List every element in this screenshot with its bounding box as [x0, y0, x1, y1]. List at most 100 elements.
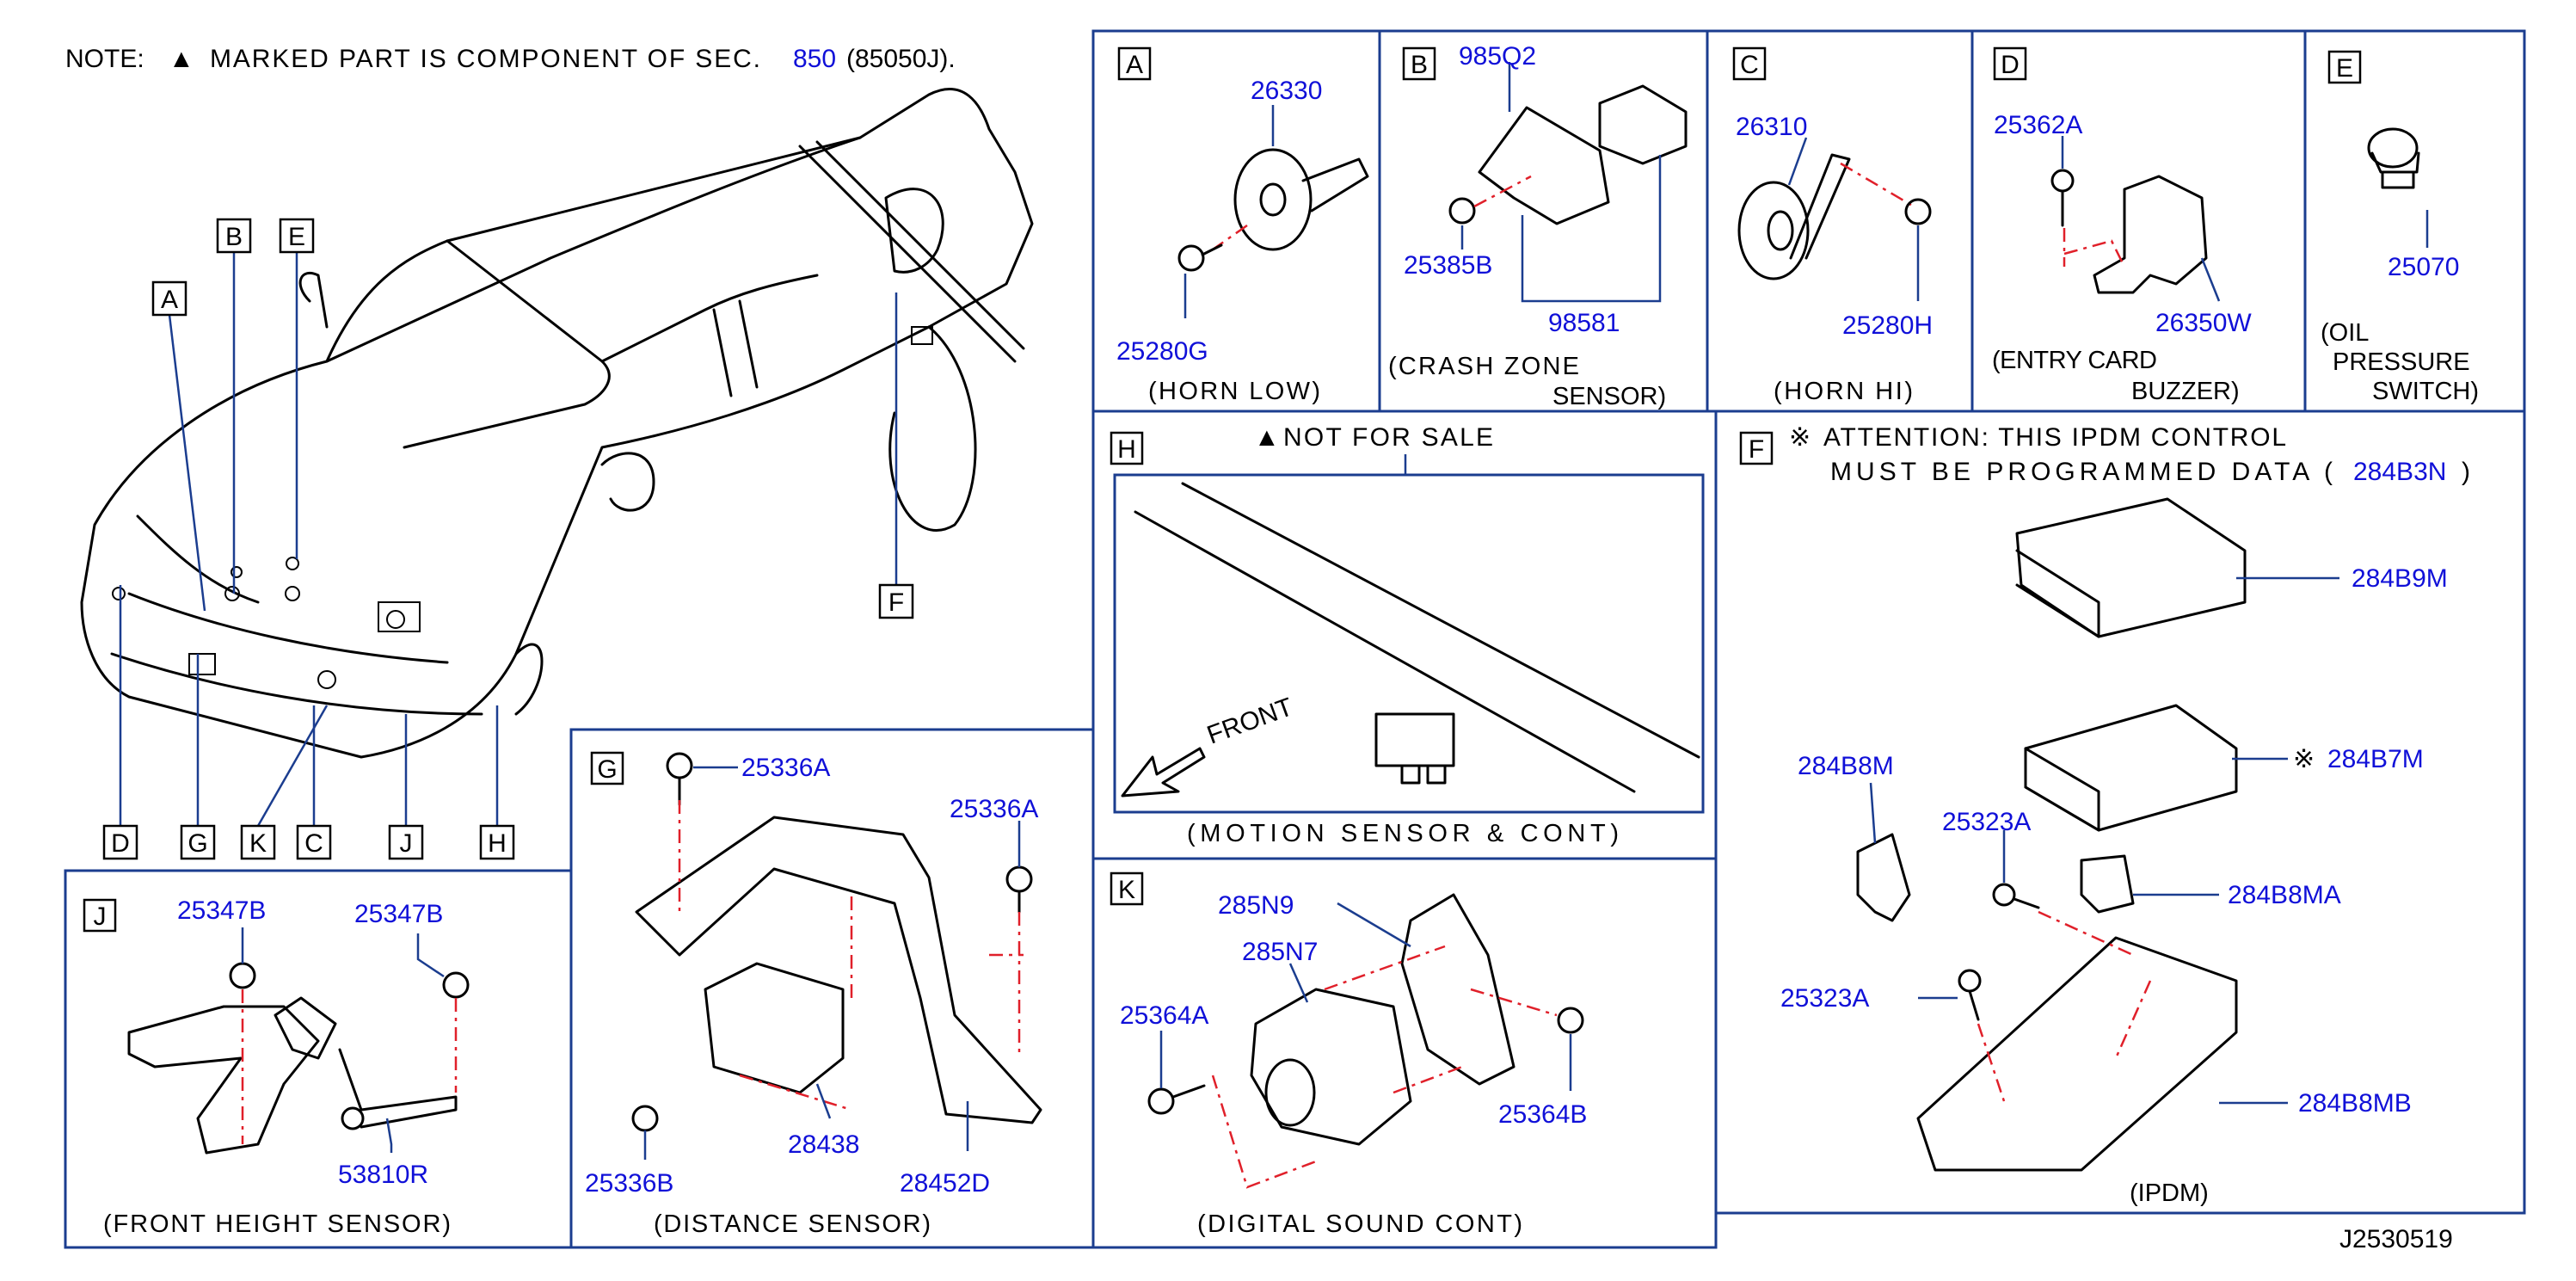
svg-text:C: C [304, 829, 323, 858]
part-25280G[interactable]: 25280G [1116, 337, 1208, 366]
screw-icon [2050, 169, 2075, 193]
panel-H: H ▲ NOT FOR SALE FRONT (MOTION SENSOR & … [1110, 423, 1705, 847]
part-53810R[interactable]: 53810R [338, 1161, 428, 1189]
part-284B7M[interactable]: 284B7M [2327, 745, 2424, 773]
panel-J-letter: J [94, 902, 107, 931]
panel-F-letter: F [1749, 435, 1764, 464]
panel-H-caption: (MOTION SENSOR & CONT) [1187, 820, 1619, 847]
part-98581[interactable]: 98581 [1548, 309, 1620, 337]
part-284B8M[interactable]: 284B8M [1798, 752, 1894, 780]
panel-frames [64, 29, 2526, 1249]
nut-icon [229, 962, 256, 989]
panel-F: F ※ ATTENTION: THIS IPDM CONTROL MUST BE… [1739, 423, 2470, 1207]
height-sensor-bracket-icon [127, 1005, 320, 1155]
part-25323A-upper[interactable]: 25323A [1942, 808, 2031, 836]
panel-A-caption: (HORN LOW) [1148, 378, 1320, 405]
part-284B9M[interactable]: 284B9M [2352, 564, 2448, 593]
callout-H[interactable]: F [878, 583, 914, 619]
part-26350W[interactable]: 26350W [2155, 309, 2252, 337]
panel-A: A 26330 25280G (HORN LOW) [1116, 46, 1369, 405]
panel-G-caption: (DISTANCE SENSOR) [654, 1210, 931, 1238]
part-25364A[interactable]: 25364A [1120, 1001, 1208, 1030]
panel-G-letter: G [597, 755, 617, 784]
callout-G[interactable]: G [180, 824, 216, 860]
bolt-icon [666, 752, 693, 779]
panel-D-caption-1: (ENTRY CARD [1992, 347, 2157, 374]
note-ref: (85050J). [846, 45, 956, 73]
note-text: MARKED PART IS COMPONENT OF SEC. [210, 45, 760, 73]
panel-E-caption-1: (OIL [2321, 319, 2369, 347]
front-height-sensor-icon [274, 996, 337, 1060]
part-26330[interactable]: 26330 [1251, 77, 1322, 105]
sensor-wire-icon [1181, 482, 1700, 759]
part-28452D[interactable]: 28452D [900, 1169, 990, 1198]
part-25070[interactable]: 25070 [2388, 253, 2459, 281]
bolt-icon [1147, 1087, 1175, 1115]
part-25336A-left[interactable]: 25336A [741, 754, 830, 782]
panel-E-caption-3: SWITCH) [2372, 378, 2479, 405]
panel-G: G 25336A 25336A 25336B 28438 28452D (DIS… [585, 751, 1042, 1238]
part-26310[interactable]: 26310 [1736, 113, 1807, 141]
part-25336A-right[interactable]: 25336A [950, 795, 1038, 823]
callout-J[interactable]: J [388, 824, 424, 860]
panel-F-attention-1: ATTENTION: THIS IPDM CONTROL [1823, 423, 2286, 452]
callout-leaders [119, 252, 898, 827]
panel-K-caption: (DIGITAL SOUND CONT) [1197, 1210, 1522, 1238]
bolt-icon [1992, 883, 2016, 907]
panel-D: D 25362A 26350W (ENTRY CARD BUZZER) [1992, 46, 2252, 405]
part-284B3N[interactable]: 284B3N [2353, 458, 2446, 486]
part-25323A-lower[interactable]: 25323A [1780, 984, 1869, 1013]
callout-B[interactable]: B [216, 218, 252, 254]
motion-sensor-control-icon [1374, 712, 1455, 767]
entry-card-buzzer-icon [2093, 175, 2208, 294]
panel-E-letter: E [2336, 54, 2353, 83]
callout-E[interactable]: E [279, 218, 315, 254]
callout-F[interactable]: H [479, 824, 515, 860]
note-triangle-symbol: ▲ [169, 45, 194, 73]
panel-H-note-triangle: ▲ [1254, 423, 1280, 452]
part-25385B[interactable]: 25385B [1404, 251, 1492, 280]
part-25347B-left[interactable]: 25347B [177, 896, 266, 925]
bracket-icon [1478, 106, 1610, 225]
relay-284B8M-icon [1856, 833, 1911, 922]
svg-text:A: A [161, 286, 178, 314]
panel-J: J 25347B 25347B 53810R (FRONT HEIGHT SEN… [83, 896, 470, 1238]
vehicle-overview [80, 88, 1034, 759]
callout-A[interactable]: A [151, 280, 188, 317]
part-25280H[interactable]: 25280H [1842, 311, 1933, 340]
part-25364B[interactable]: 25364B [1498, 1100, 1587, 1129]
part-284B8MB[interactable]: 284B8MB [2298, 1089, 2412, 1118]
part-985Q2[interactable]: 985Q2 [1459, 42, 1536, 71]
part-25336B[interactable]: 25336B [585, 1169, 673, 1198]
panel-F-attention-close: ) [2462, 458, 2470, 486]
note-sec-link[interactable]: 850 [793, 45, 836, 73]
ipdm-module-upper-icon [2015, 497, 2247, 638]
bolt-icon [1177, 244, 1205, 272]
svg-text:F: F [888, 588, 904, 617]
svg-text:H: H [488, 829, 507, 858]
part-285N9[interactable]: 285N9 [1218, 891, 1294, 920]
panel-J-caption: (FRONT HEIGHT SENSOR) [103, 1210, 451, 1238]
panel-H-front-label: FRONT [1203, 693, 1296, 749]
callout-C[interactable]: C [296, 824, 332, 860]
horn-low-icon [1233, 148, 1313, 251]
horn-hi-icon [1737, 181, 1810, 280]
callout-D[interactable]: D [102, 824, 138, 860]
panel-B-caption-1: (CRASH ZONE [1388, 353, 1579, 380]
part-284B8MA[interactable]: 284B8MA [2228, 881, 2341, 909]
part-25362A[interactable]: 25362A [1994, 111, 2082, 139]
svg-text:K: K [249, 829, 267, 858]
part-28438[interactable]: 28438 [788, 1130, 859, 1159]
panel-C: C 26310 25280H (HORN HI) [1732, 46, 1933, 405]
panel-F-attention-2: MUST BE PROGRAMMED DATA ( [1830, 458, 2333, 486]
callout-K[interactable]: K [240, 824, 276, 860]
distance-sensor-icon [704, 962, 845, 1094]
part-25347B-right[interactable]: 25347B [354, 900, 443, 928]
note-prefix: NOTE: [65, 45, 144, 73]
speaker-icon [1264, 1058, 1316, 1127]
oil-pressure-switch-icon [2367, 127, 2419, 169]
part-285N7[interactable]: 285N7 [1242, 938, 1318, 966]
panel-H-letter: H [1117, 435, 1136, 464]
panel-C-letter: C [1740, 51, 1759, 79]
